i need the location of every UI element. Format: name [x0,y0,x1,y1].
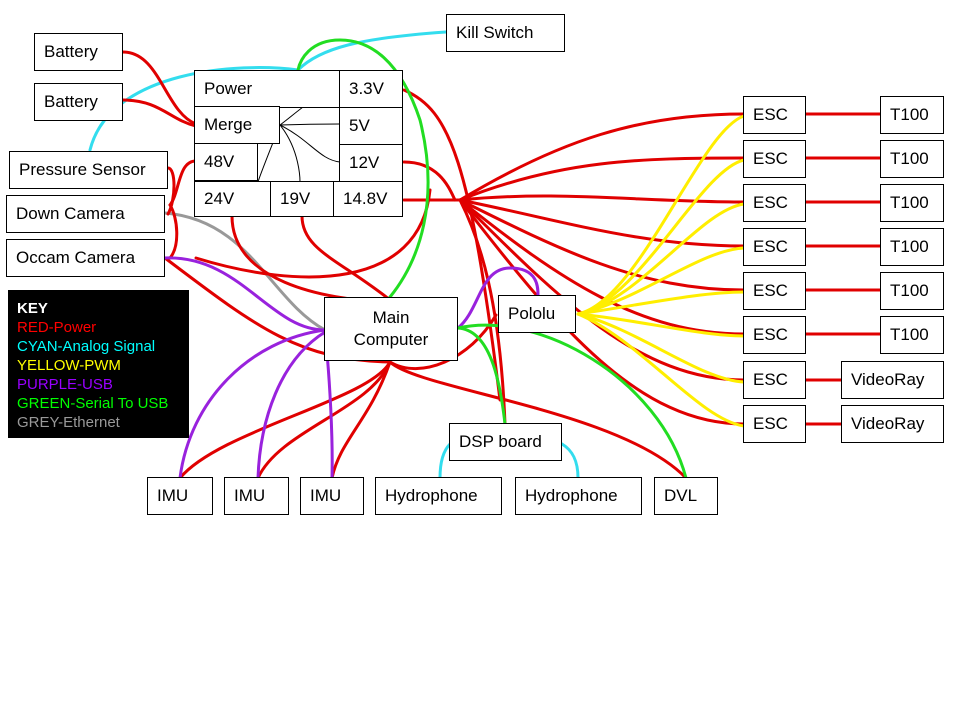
thruster-label: T100 [890,325,929,344]
thruster-label: T100 [890,149,929,168]
pololu-box: Pololu [498,295,576,333]
thruster-box: T100 [880,96,944,134]
key-entry-pwm: YELLOW-PWM [17,357,121,374]
main-computer-box: Main Computer [324,297,458,361]
esc-label: ESC [753,149,788,168]
merge-label: Merge [204,115,253,134]
key-entry-power: RED-Power [17,319,97,336]
battery-2-label: Battery [44,92,98,111]
esc-label: ESC [753,237,788,256]
thruster-label: T100 [890,105,929,124]
pressure-sensor-label: Pressure Sensor [19,160,146,179]
imu-1-box: IMU [147,477,213,515]
thruster-box: T100 [880,140,944,178]
esc-label: ESC [753,325,788,344]
down-camera-box: Down Camera [6,195,165,233]
esc-box: ESC [743,96,806,134]
thruster-label: VideoRay [851,370,925,389]
5v-cell: 5V [339,107,403,145]
19v-cell: 19V [270,181,334,217]
key-title: KEY [17,300,48,317]
12v-label: 12V [349,153,380,172]
serial-wires [296,38,688,480]
24v-cell: 24V [194,181,271,217]
usb-wires [163,256,540,480]
wire-downcam-ethernet [163,211,327,332]
esc-box: ESC [743,361,806,399]
thruster-box: VideoRay [841,361,944,399]
esc-label: ESC [753,414,788,433]
thruster-box: T100 [880,184,944,222]
thruster-box: VideoRay [841,405,944,443]
power-cell: Power [194,70,340,108]
5v-label: 5V [349,116,370,135]
dsp-board-box: DSP board [449,423,562,461]
analog-wires [88,30,580,480]
48v-label: 48V [204,152,235,171]
esc-box: ESC [743,272,806,310]
esc-box: ESC [743,184,806,222]
thruster-box: T100 [880,316,944,354]
19v-label: 19V [280,189,311,208]
esc-label: ESC [753,370,788,389]
power-label: Power [204,79,253,98]
imu-2-box: IMU [224,477,289,515]
color-key-legend: KEY RED-Power CYAN-Analog Signal YELLOW-… [8,290,189,438]
kill-switch-label: Kill Switch [456,23,534,42]
down-camera-label: Down Camera [16,204,125,223]
key-entry-ethernet: GREY-Ethernet [17,414,120,431]
esc-box: ESC [743,140,806,178]
48v-cell: 48V [194,143,258,181]
kill-switch-box: Kill Switch [446,14,565,52]
key-entry-analog: CYAN-Analog Signal [17,338,156,355]
imu-2-label: IMU [234,486,266,505]
3v3-cell: 3.3V [339,70,403,108]
occam-camera-box: Occam Camera [6,239,165,277]
wire-pressure-analog [88,66,300,152]
dvl-label: DVL [664,486,698,505]
key-entry-serial: GREEN-Serial To USB [17,395,169,412]
esc-box: ESC [743,228,806,266]
thruster-box: T100 [880,228,944,266]
14v8-label: 14.8V [343,189,388,208]
esc-label: ESC [753,281,788,300]
main-computer-label: Main Computer [353,308,429,349]
thruster-label: VideoRay [851,414,925,433]
dvl-box: DVL [654,477,718,515]
3v3-label: 3.3V [349,79,384,98]
pwm-wires [576,114,746,428]
24v-label: 24V [204,189,235,208]
thruster-label: T100 [890,281,929,300]
wire-killswitch-power [296,30,448,72]
hydrophone-2-label: Hydrophone [525,486,618,505]
thruster-box: T100 [880,272,944,310]
esc-label: ESC [753,105,788,124]
esc-box: ESC [743,405,806,443]
imu-3-box: IMU [300,477,364,515]
battery-1-box: Battery [34,33,123,71]
hydrophone-1-label: Hydrophone [385,486,478,505]
thruster-label: T100 [890,237,929,256]
ethernet-wires [163,211,327,332]
imu-3-label: IMU [310,486,342,505]
battery-1-label: Battery [44,42,98,61]
pressure-sensor-box: Pressure Sensor [9,151,168,189]
battery-2-box: Battery [34,83,123,121]
thruster-label: T100 [890,193,929,212]
occam-camera-label: Occam Camera [16,248,136,267]
merge-cell: Merge [194,106,280,144]
key-entry-usb: PURPLE-USB [17,376,113,393]
esc-box: ESC [743,316,806,354]
12v-cell: 12V [339,144,403,182]
imu-1-label: IMU [157,486,189,505]
wire-hydrophone1-dsp [438,442,452,480]
wire-hydrophone2-dsp [560,442,580,480]
hydrophone-2-box: Hydrophone [515,477,642,515]
pololu-label: Pololu [508,304,556,323]
14v8-cell: 14.8V [333,181,403,217]
dsp-board-label: DSP board [459,432,542,451]
hydrophone-1-box: Hydrophone [375,477,502,515]
esc-label: ESC [753,193,788,212]
